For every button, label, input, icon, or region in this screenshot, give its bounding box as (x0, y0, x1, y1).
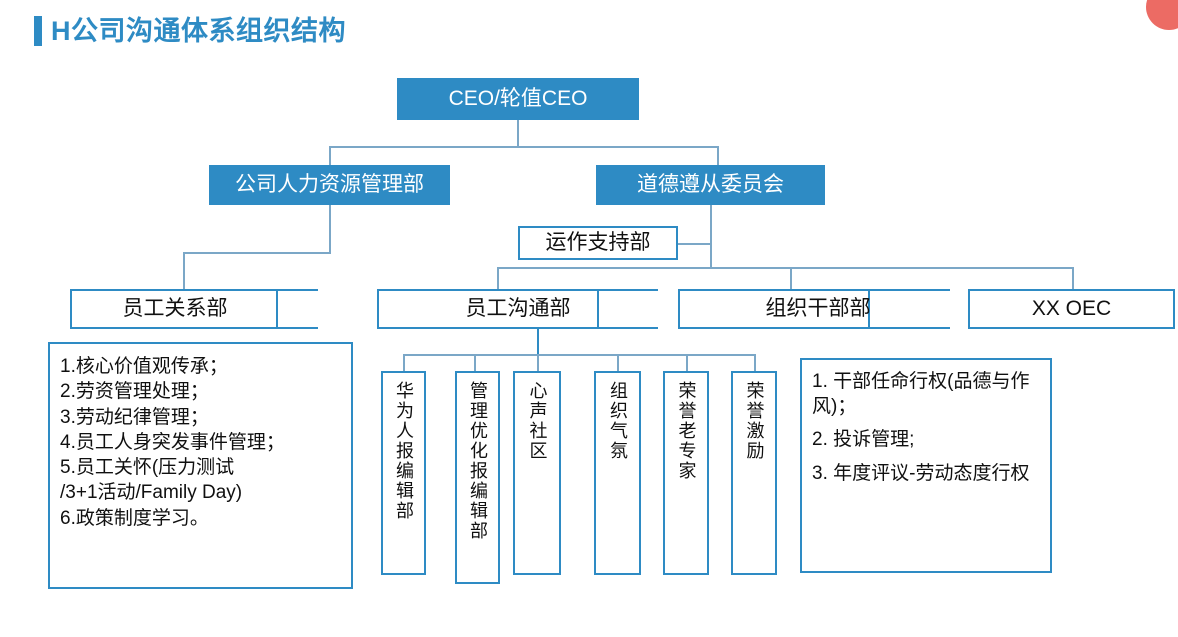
connector-communication-stem (537, 329, 539, 355)
vbox-label: 荣誉激励 (744, 381, 765, 461)
connector-drop-ethics (717, 146, 719, 166)
rail-top-employee-communication (377, 289, 658, 291)
detail-item: 3. 年度评议-劳动态度行权 (812, 463, 1030, 485)
connector-ops-support-link (676, 243, 712, 245)
connector-drop-child-2 (474, 354, 476, 372)
node-xx-oec[interactable]: XX OEC (968, 289, 1175, 329)
vbox-label: 组织气氛 (607, 381, 628, 461)
connector-drop-child-3 (537, 354, 539, 372)
connector-drop-hr (329, 146, 331, 166)
page-title-text: H公司沟通体系组织结构 (51, 15, 346, 46)
detail-item: 2.劳资管理处理； (60, 381, 209, 403)
connector-drop-child-6 (754, 354, 756, 372)
node-ceo[interactable]: CEO/轮值CEO (397, 78, 639, 120)
rail-right-org-cadre (868, 289, 870, 329)
node-organizational-atmosphere[interactable]: 组织气氛 (594, 371, 641, 575)
connector-drop-communication (497, 267, 499, 290)
rail-right-employee-communication (597, 289, 599, 329)
vbox-label: 管理优化报编辑部 (467, 381, 488, 541)
detail-item: 4.员工人身突发事件管理； (60, 431, 285, 453)
detail-item: 1. 干部任命行权(品德与作风)； (812, 371, 1030, 417)
connector-ceo-stem (517, 120, 519, 147)
connector-hr-elbow (183, 252, 331, 254)
node-employee-relations[interactable]: 员工关系部 (122, 297, 228, 321)
detail-box-org-cadre: 1. 干部任命行权(品德与作风)； 2. 投诉管理; 3. 年度评议-劳动态度行… (800, 358, 1052, 573)
title-accent-bar (34, 16, 42, 46)
node-employee-communication[interactable]: 员工沟通部 (465, 297, 571, 321)
detail-item: 6.政策制度学习。 (60, 507, 209, 529)
node-honorary-senior-expert[interactable]: 荣誉老专家 (663, 371, 709, 575)
detail-item: 2. 投诉管理; (812, 429, 915, 451)
connector-level1-rail (329, 146, 719, 148)
node-xinsheng-community[interactable]: 心声社区 (513, 371, 561, 575)
rail-top-org-cadre (678, 289, 950, 291)
node-org-cadre[interactable]: 组织干部部 (765, 297, 871, 321)
rail-bottom-employee-communication (377, 327, 658, 329)
connector-level3-rail (497, 267, 1074, 269)
connector-drop-child-4 (617, 354, 619, 372)
rail-left-employee-communication (377, 289, 379, 329)
detail-item: 5.员工关怀(压力测试 /3+1活动/Family Day) (60, 457, 243, 504)
rail-bottom-org-cadre (678, 327, 950, 329)
vbox-label: 心声社区 (527, 381, 548, 461)
connector-ethics-stem (710, 205, 712, 268)
vbox-label: 荣誉老专家 (676, 381, 697, 481)
node-ethics-committee[interactable]: 道德遵从委员会 (596, 165, 825, 205)
node-huawei-people-news-editorial[interactable]: 华为人报编辑部 (381, 371, 426, 575)
rail-left-org-cadre (678, 289, 680, 329)
connector-drop-child-5 (686, 354, 688, 372)
connector-drop-oec (1072, 267, 1074, 290)
connector-drop-cadre (790, 267, 792, 290)
corner-decoration-dot (1146, 0, 1178, 30)
detail-item: 3.劳动纪律管理； (60, 406, 209, 428)
detail-item: 1.核心价值观传承； (60, 356, 228, 377)
node-management-optimization-news-editorial[interactable]: 管理优化报编辑部 (455, 371, 500, 584)
rail-bottom-employee-relations (70, 327, 318, 329)
detail-box-employee-relations: 1.核心价值观传承； 2.劳资管理处理； 3.劳动纪律管理； 4.员工人身突发事… (48, 342, 353, 589)
connector-drop-child-1 (403, 354, 405, 372)
rail-right-employee-relations (276, 289, 278, 329)
rail-top-employee-relations (70, 289, 318, 291)
connector-hr-to-er (183, 252, 185, 290)
page-title: H公司沟通体系组织结构 (34, 16, 346, 46)
connector-communication-rail (403, 354, 756, 356)
node-ops-support[interactable]: 运作支持部 (518, 226, 678, 260)
connector-hr-stem (329, 205, 331, 253)
vbox-label: 华为人报编辑部 (393, 381, 414, 521)
rail-left-employee-relations (70, 289, 72, 329)
node-hr-department[interactable]: 公司人力资源管理部 (209, 165, 450, 205)
node-honor-incentive[interactable]: 荣誉激励 (731, 371, 777, 575)
